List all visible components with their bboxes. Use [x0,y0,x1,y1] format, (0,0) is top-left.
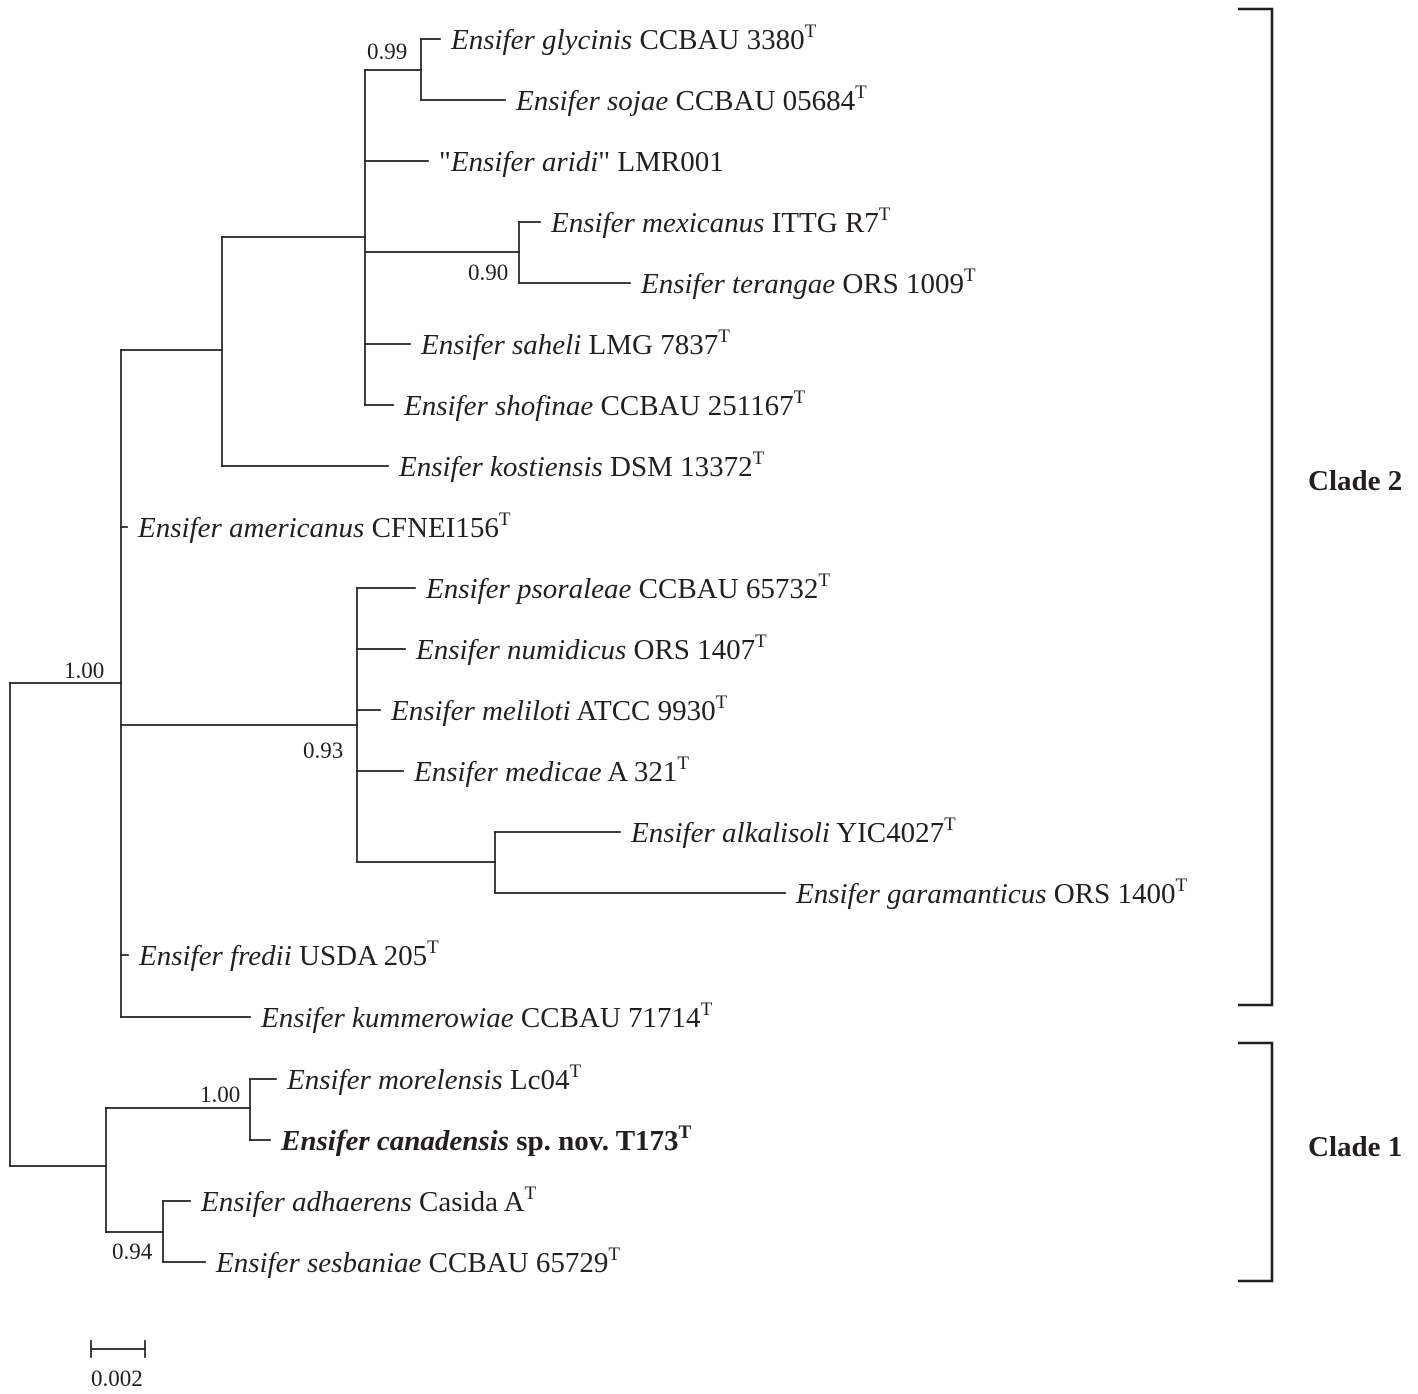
support-value-mexicanus-terangae: 0.90 [468,260,508,285]
tree-branches [9,38,786,1263]
taxon-label-medicae: Ensifer medicae A 321T [413,753,689,788]
scale-bar: 0.002 [90,1340,146,1391]
taxon-label-psoraleae: Ensifer psoraleae CCBAU 65732T [425,570,830,605]
taxon-label-sojae: Ensifer sojae CCBAU 05684T [515,82,867,117]
taxon-label-glycinis: Ensifer glycinis CCBAU 3380T [450,21,817,56]
taxon-label-shofinae: Ensifer shofinae CCBAU 251167T [403,387,806,422]
taxon-label-americanus: Ensifer americanus CFNEI156T [137,509,511,544]
support-values: 0.99 0.90 1.00 0.93 1.00 0.94 [64,39,508,1264]
taxon-label-kostiensis: Ensifer kostiensis DSM 13372T [398,448,765,483]
taxon-label-adhaerens: Ensifer adhaerens Casida AT [200,1183,537,1218]
support-value-clade2: 1.00 [64,658,104,683]
taxon-label-kummerowiae: Ensifer kummerowiae CCBAU 71714T [260,999,713,1034]
clade-1-label: Clade 1 [1308,1131,1402,1163]
taxon-label-aridi: "Ensifer aridi" LMR001 [439,146,724,178]
taxon-label-garamanticus: Ensifer garamanticus ORS 1400T [795,875,1187,910]
taxon-label-sesbaniae: Ensifer sesbaniae CCBAU 65729T [215,1244,620,1279]
taxon-label-mexicanus: Ensifer mexicanus ITTG R7T [550,204,891,239]
taxon-label-saheli: Ensifer saheli LMG 7837T [420,326,730,361]
scale-bar-label: 0.002 [91,1366,143,1391]
taxon-labels: Ensifer glycinis CCBAU 3380T Ensifer soja… [137,21,1187,1279]
clade-2-bracket [1238,7,1274,1007]
taxon-label-fredii: Ensifer fredii USDA 205T [138,937,439,972]
taxon-label-morelensis: Ensifer morelensis Lc04T [286,1061,581,1096]
clade-1-bracket [1238,1041,1274,1283]
taxon-label-meliloti: Ensifer meliloti ATCC 9930T [390,692,728,727]
support-value-glycinis-sojae: 0.99 [367,39,407,64]
support-value-adhaerens-sesbaniae: 0.94 [112,1239,153,1264]
support-value-morelensis-canadensis: 1.00 [200,1082,240,1107]
support-value-meliloti-group: 0.93 [303,738,343,763]
taxon-label-alkalisoli: Ensifer alkalisoli YIC4027T [630,814,956,849]
taxon-label-canadensis: Ensifer canadensis sp. nov. T173T [280,1122,692,1157]
taxon-label-numidicus: Ensifer numidicus ORS 1407T [415,631,767,666]
taxon-label-terangae: Ensifer terangae ORS 1009T [640,265,976,300]
clade-2-label: Clade 2 [1308,465,1402,497]
